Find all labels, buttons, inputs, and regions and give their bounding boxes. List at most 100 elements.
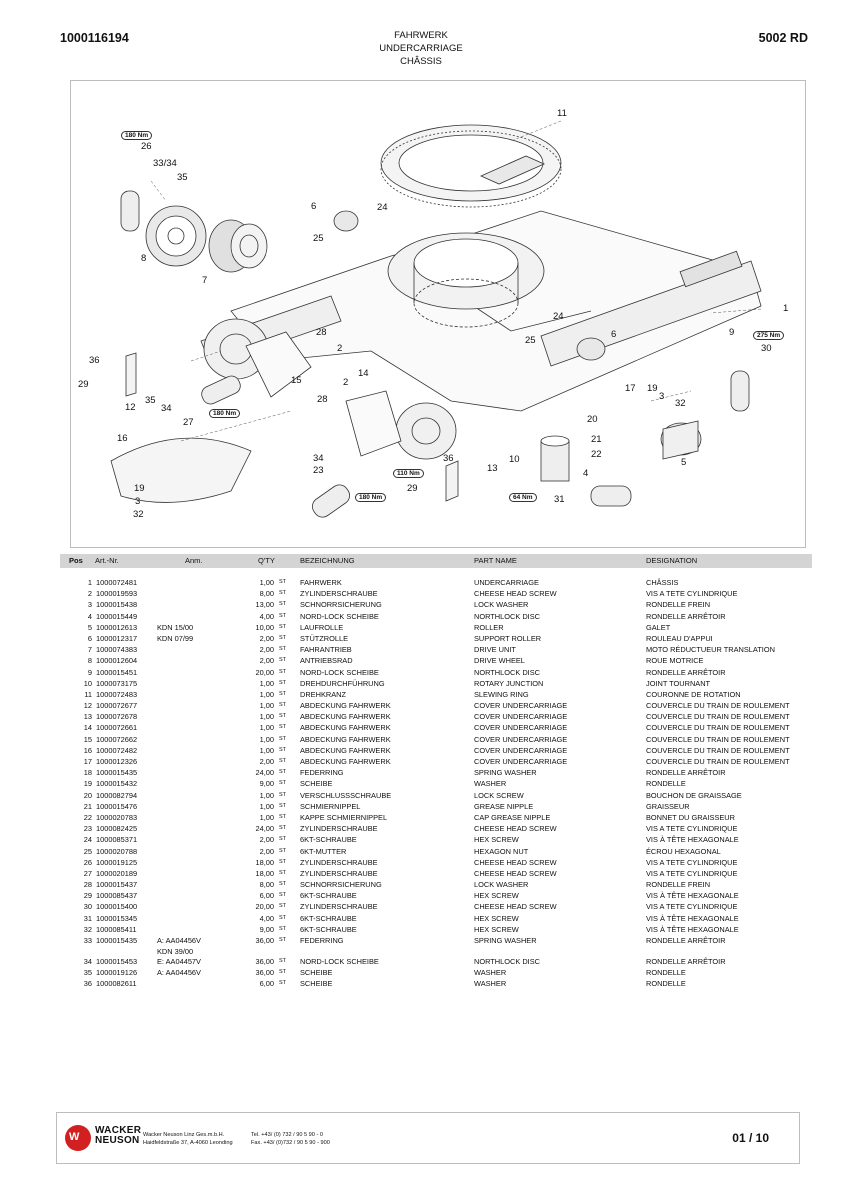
torque-badge: 275 Nm — [753, 331, 785, 340]
cell-part-name: CHEESE HEAD SCREW — [474, 868, 557, 878]
cell-bezeichnung: SCHEIBE — [300, 968, 333, 978]
cell-designation: MOTO RÉDUCTUEUR TRANSLATION — [646, 645, 775, 655]
callout-3: 3 — [659, 391, 665, 402]
cell-unit: ST — [279, 724, 287, 731]
cell-art-nr: 1000012613 — [96, 622, 138, 632]
cell-designation: VIS À TÊTE HEXAGONALE — [646, 913, 739, 923]
cell-part-name: UNDERCARRIAGE — [474, 578, 539, 587]
exploded-view-svg — [110, 120, 762, 518]
cell-pos: 17 — [83, 757, 92, 766]
callout-35b: 35 — [145, 395, 156, 406]
cell-bezeichnung: VERSCHLUSSSCHRAUBE — [300, 790, 392, 800]
cell-bezeichnung: KAPPE SCHMIERNIPPEL — [300, 812, 388, 822]
cell-unit: ST — [279, 858, 287, 865]
cell-art-nr: 1000082425 — [96, 824, 138, 834]
cell-qty: 1,00 — [259, 801, 274, 811]
cell-designation: RONDELLE ARRÊTOIR — [646, 611, 726, 621]
cell-art-nr: 1000072481 — [96, 578, 138, 587]
cell-pos: 25 — [83, 846, 92, 856]
callout-24: 24 — [377, 202, 388, 213]
cell-unit: ST — [279, 657, 287, 664]
cell-art-nr: 1000015451 — [96, 667, 138, 677]
cell-qty: 36,00 — [255, 968, 275, 978]
cell-art-nr: 1000072677 — [96, 701, 138, 711]
section-title: FAHRWERK UNDERCARRIAGE CHÂSSIS — [0, 29, 842, 68]
cell-pos: 18 — [83, 768, 92, 778]
cell-designation: COURONNE DE ROTATION — [646, 689, 741, 699]
anm-line: KDN 15/00 — [157, 622, 194, 632]
title-fr: CHÂSSIS — [400, 56, 442, 67]
col-part-name: PART NAME — [474, 556, 517, 565]
cell-unit: ST — [279, 791, 287, 798]
cell-designation: VIS À TÊTE HEXAGONALE — [646, 891, 739, 901]
cell-unit: ST — [279, 713, 287, 720]
col-pos: Pos — [69, 556, 83, 565]
cell-art-nr: 1000072678 — [96, 712, 138, 722]
cell-art-nr: 1000072661 — [96, 723, 138, 733]
callout-19: 19 — [647, 383, 658, 394]
cell-pos: 34 — [83, 957, 92, 966]
callout-17: 17 — [625, 383, 636, 394]
cell-pos: 10 — [83, 678, 92, 688]
torque-badge: 180 Nm — [355, 493, 387, 502]
cell-bezeichnung: ZYLINDERSCHRAUBE — [300, 857, 378, 867]
cell-designation: VIS A TETE CYLINDRIQUE — [646, 902, 738, 912]
exploded-view-drawing: 11 26 33/34 35 8 7 6 24 25 1 9 30 28 2 3… — [70, 80, 806, 548]
callout-7: 7 — [202, 275, 208, 286]
cell-designation: GRAISSEUR — [646, 801, 690, 811]
cell-bezeichnung: DREHDURCHFÜHRUNG — [300, 678, 385, 688]
cell-unit: ST — [279, 668, 287, 675]
cell-part-name: NORTHLOCK DISC — [474, 611, 540, 621]
cell-designation: BOUCHON DE GRAISSAGE — [646, 790, 742, 800]
cell-art-nr: 1000073175 — [96, 678, 138, 688]
cell-designation: RONDELLE ARRÊTOIR — [646, 957, 726, 966]
cell-part-name: HEX SCREW — [474, 891, 519, 901]
cell-designation: CHÂSSIS — [646, 578, 679, 587]
parts-table-header: Pos Art.-Nr. Anm. Q'TY BEZEICHNUNG PART … — [60, 554, 812, 568]
torque-badge: 180 Nm — [209, 409, 241, 418]
cell-art-nr: 1000082611 — [96, 979, 137, 989]
cell-bezeichnung: FEDERRING — [300, 768, 344, 778]
callout-33-34: 33/34 — [153, 158, 177, 169]
cell-part-name: CAP GREASE NIPPLE — [474, 812, 551, 822]
cell-art-nr: 1000085371 — [96, 835, 138, 845]
cell-pos: 15 — [83, 734, 92, 744]
col-art-nr: Art.-Nr. — [95, 556, 119, 565]
cell-bezeichnung: ZYLINDERSCHRAUBE — [300, 589, 378, 599]
callout-24b: 24 — [553, 311, 564, 322]
page-footer: W WACKER NEUSON Wacker Neuson Linz Ges.m… — [56, 1112, 800, 1164]
cell-designation: RONDELLE ARRÊTOIR — [646, 667, 726, 677]
cell-unit: ST — [279, 847, 287, 854]
cell-unit: ST — [279, 623, 287, 630]
cell-bezeichnung: LAUFROLLE — [300, 622, 344, 632]
cell-bezeichnung: DREHKRANZ — [300, 689, 346, 699]
callout-29b: 29 — [407, 483, 418, 494]
cell-part-name: DRIVE UNIT — [474, 645, 516, 655]
cell-qty: 2,00 — [259, 633, 274, 643]
cell-unit: ST — [279, 679, 287, 686]
callout-36b: 36 — [443, 453, 454, 464]
cell-part-name: COVER UNDERCARRIAGE — [474, 734, 568, 744]
cell-art-nr: 1000072482 — [96, 745, 138, 755]
contact-numbers: Tel. +43/ (0) 732 / 90 5 90 - 0 Fax. +43… — [251, 1132, 330, 1147]
cell-pos: 27 — [83, 868, 92, 878]
cell-qty: 13,00 — [255, 600, 275, 610]
cell-art-nr: 1000072483 — [96, 689, 138, 699]
cell-part-name: HEX SCREW — [474, 924, 519, 934]
cell-part-name: DRIVE WHEEL — [474, 656, 525, 666]
cell-bezeichnung: NORD-LOCK SCHEIBE — [300, 957, 379, 966]
callout-30: 30 — [761, 343, 772, 354]
col-anm: Anm. — [185, 556, 203, 565]
cell-art-nr: 1000015438 — [96, 600, 138, 610]
callout-2: 2 — [337, 343, 343, 354]
callout-15: 15 — [291, 375, 302, 386]
cell-qty: 2,00 — [259, 846, 274, 856]
